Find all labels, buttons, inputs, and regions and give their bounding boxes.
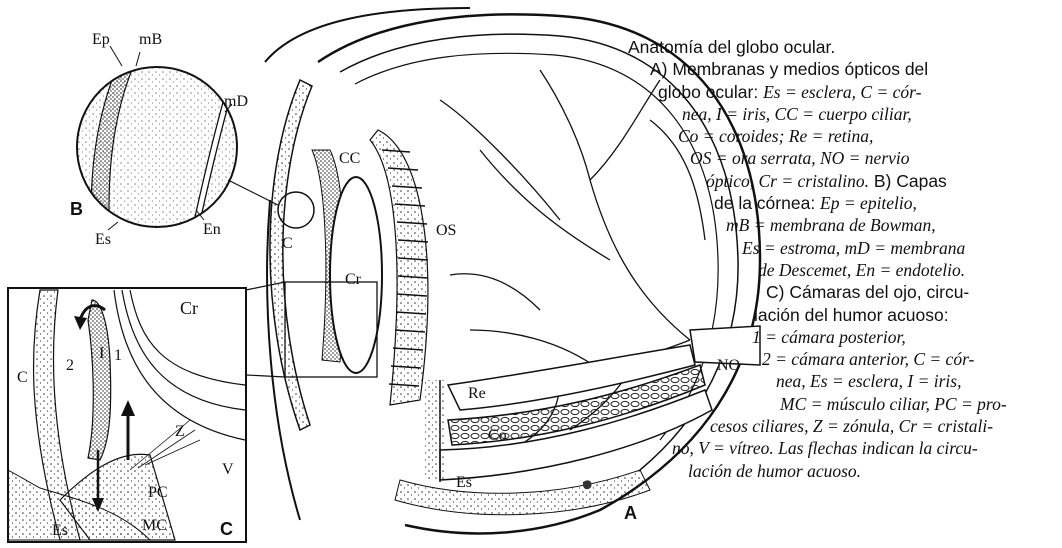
label-co: Co	[488, 427, 507, 444]
caption-text-italic: cesos ciliares, Z = zónula, Cr = cristal…	[710, 416, 993, 436]
label-en: En	[203, 221, 221, 238]
caption-line: nea, I = iris, CC = cuerpo ciliar,	[628, 103, 1056, 125]
caption-text-italic: OS = ora serrata, NO = nervio	[690, 148, 910, 168]
leader-C-bottom	[246, 375, 285, 377]
label-es-stroma: Es	[95, 231, 111, 248]
label-es-sclera: Es	[456, 474, 472, 491]
label-re: Re	[468, 385, 486, 402]
caption-line: lación del humor acuoso:	[628, 304, 1056, 326]
label-c-c: C	[17, 369, 28, 386]
caption-text-italic: nea, Es = esclera, I = iris,	[776, 371, 961, 391]
label-pc: PC	[148, 484, 168, 501]
caption-text-italic: no, V = vítreo. Las flechas indican la c…	[672, 438, 978, 458]
caption-line: Anatomía del globo ocular.	[628, 36, 1056, 58]
caption-text-italic: nea, I = iris, CC = cuerpo ciliar,	[682, 104, 912, 124]
caption-text-italic: Es = esclera, C = cór-	[763, 82, 921, 102]
label-mc: MC	[142, 517, 167, 534]
caption-text-italic: Es = estroma, mD = membrana	[742, 238, 965, 258]
label-es-c: Es	[52, 522, 68, 539]
caption-text: B) Capas	[869, 171, 947, 191]
caption-text: lación del humor acuoso:	[754, 305, 949, 325]
cornea-layers-diagram-B: Ep mB mD B Es En	[70, 31, 250, 248]
caption-line: Es = estroma, mD = membrana	[628, 237, 1056, 259]
caption-line: de la córnea: Ep = epitelio,	[628, 192, 1056, 214]
caption-text: globo ocular:	[658, 82, 763, 102]
chambers-diagram-C: Cr C 2 1 I Z V PC Es MC C	[8, 288, 246, 542]
label-c-cornea: C	[282, 235, 293, 252]
label-os: OS	[436, 222, 456, 239]
caption-line: 1 = cámara posterior,	[628, 326, 1056, 348]
caption-line: Co = coroides; Re = retina,	[628, 125, 1056, 147]
caption-line: A) Membranas y medios ópticos del	[628, 58, 1056, 80]
caption-text-italic: de Descemet, En = endotelio.	[758, 260, 965, 280]
label-cr-c: Cr	[180, 298, 198, 318]
label-z: Z	[175, 423, 185, 440]
leader-B	[228, 180, 278, 205]
caption-text-italic: lación de humor acuoso.	[688, 461, 861, 481]
vitreous-stipple	[425, 380, 445, 480]
label-i-c: I	[99, 345, 104, 362]
caption-text-italic: 2 = cámara anterior, C = cór-	[762, 349, 974, 369]
caption-text: C) Cámaras del ojo, circu-	[766, 282, 969, 302]
caption-text: de la córnea:	[714, 193, 820, 213]
figure-caption: Anatomía del globo ocular.A) Membranas y…	[628, 36, 1056, 541]
caption-line: C) Cámaras del ojo, circu-	[628, 281, 1056, 303]
caption-line: de Descemet, En = endotelio.	[628, 259, 1056, 281]
label-cc: CC	[339, 150, 360, 167]
panel-letter-b: B	[70, 199, 83, 219]
label-v: V	[222, 461, 234, 478]
caption-text-italic: 1 = cámara posterior,	[752, 327, 906, 347]
panel-letter-c: C	[220, 519, 233, 539]
label-ep: Ep	[92, 31, 110, 48]
caption-text: Anatomía del globo ocular.	[628, 37, 835, 57]
label-cr-lens: Cr	[345, 271, 362, 288]
caption-text-italic: óptico, Cr = cristalino.	[706, 171, 869, 191]
caption-line: MC = músculo ciliar, PC = pro-	[628, 393, 1056, 415]
caption-line: óptico, Cr = cristalino. B) Capas	[628, 170, 1056, 192]
caption-text: A) Membranas y medios ópticos del	[650, 59, 928, 79]
caption-text-italic: mB = membrana de Bowman,	[726, 215, 936, 235]
label-mb: mB	[139, 31, 162, 48]
caption-text-italic: Ep = epitelio,	[820, 193, 917, 213]
caption-text-italic: MC = músculo ciliar, PC = pro-	[780, 394, 1007, 414]
caption-line: mB = membrana de Bowman,	[628, 214, 1056, 236]
caption-line: globo ocular: Es = esclera, C = cór-	[628, 81, 1056, 103]
caption-text-italic: Co = coroides; Re = retina,	[678, 126, 873, 146]
label-md: mD	[224, 93, 248, 110]
caption-line: cesos ciliares, Z = zónula, Cr = cristal…	[628, 415, 1056, 437]
caption-line: no, V = vítreo. Las flechas indican la c…	[628, 437, 1056, 459]
label-two: 2	[66, 357, 74, 374]
caption-line: 2 = cámara anterior, C = cór-	[628, 348, 1056, 370]
eyelid-upper-line	[265, 8, 470, 62]
label-one: 1	[114, 347, 122, 364]
caption-line: OS = ora serrata, NO = nervio	[628, 147, 1056, 169]
caption-line: nea, Es = esclera, I = iris,	[628, 370, 1056, 392]
caption-line: lación de humor acuoso.	[628, 460, 1056, 482]
